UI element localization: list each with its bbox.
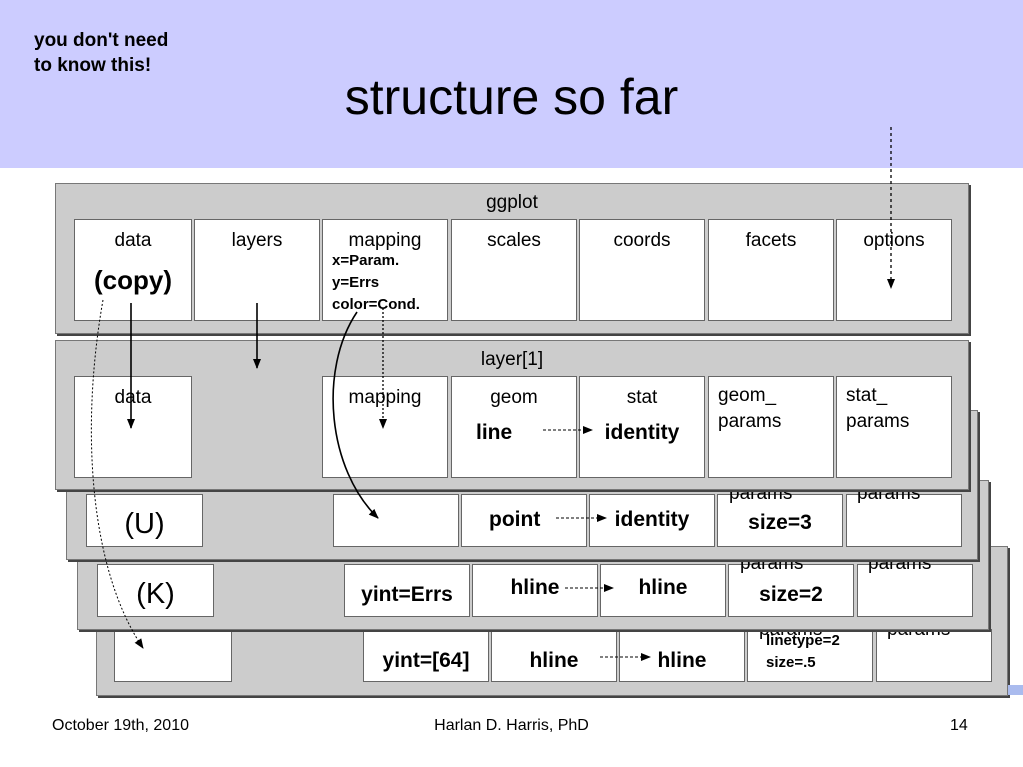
layer1-title: layer[1] xyxy=(480,349,544,370)
ggplot-mapping-label: mapping xyxy=(348,230,422,251)
layer3-data-cell: (K) xyxy=(97,564,214,617)
ggplot-layers-cell: layers xyxy=(194,219,320,321)
side-note-line-2: to know this! xyxy=(34,55,152,76)
ggplot-data-cell: data (copy) xyxy=(74,219,192,321)
layer1-geom-params-label-1: geom_ xyxy=(718,385,777,406)
layer3-geom-params-cell: params size=2 xyxy=(728,553,854,617)
slide-title: structure so far xyxy=(344,69,679,125)
ggplot-title: ggplot xyxy=(486,192,538,213)
ggplot-mapping-value-3: color=Cond. xyxy=(332,296,420,313)
ggplot-frame: ggplot data (copy) layers mapping x=Para… xyxy=(55,183,969,334)
ggplot-coords-cell: coords xyxy=(579,219,705,321)
layer4-geom-value: hline xyxy=(529,649,579,672)
layer3-stat-cell: hline xyxy=(600,564,726,617)
footer-page-number: 14 xyxy=(950,717,968,734)
layer2-stat-cell: identity xyxy=(589,494,715,547)
layer3-geom-value: hline xyxy=(510,576,560,599)
layer3-stat-value: hline xyxy=(638,576,688,599)
layer1-geom-params-cell: geom_ params xyxy=(708,376,834,478)
layer2-geom-params-value: size=3 xyxy=(748,511,812,534)
layer1-geom-label: geom xyxy=(490,387,538,408)
ggplot-mapping-value-1: x=Param. xyxy=(332,252,400,269)
layer3-stat-params-cell: params xyxy=(857,553,973,617)
layer1-stat-cell: stat identity xyxy=(579,376,705,478)
layer1-data-label: data xyxy=(114,387,152,408)
ggplot-facets-cell: facets xyxy=(708,219,834,321)
layer4-stat-cell: hline xyxy=(619,629,745,682)
ggplot-mapping-cell: mapping x=Param. y=Errs color=Cond. xyxy=(322,219,448,321)
layer4-mapping-value: yint=[64] xyxy=(382,649,470,672)
title-banner xyxy=(0,0,1023,168)
layer2-data-cell: (U) xyxy=(86,494,203,547)
layer2-stat-value: identity xyxy=(614,508,690,531)
side-note-line-1: you don't need xyxy=(34,30,169,51)
ggplot-layers-label: layers xyxy=(231,230,283,251)
layer3-geom-params-value: size=2 xyxy=(759,583,823,606)
layer4-stat-params-cell: params xyxy=(876,619,992,682)
layer2-stat-params-cell: params xyxy=(846,483,962,547)
layer1-geom-cell: geom line xyxy=(451,376,577,478)
layer1-stat-value: identity xyxy=(604,421,680,444)
footer-author: Harlan D. Harris, PhD xyxy=(434,717,589,734)
layer3-mapping-value: yint=Errs xyxy=(361,583,453,606)
ggplot-data-value: (copy) xyxy=(94,265,172,295)
ggplot-options-cell: options xyxy=(836,219,952,321)
decorative-edge-mark xyxy=(1008,685,1023,695)
side-note: you don't need to know this! xyxy=(34,28,234,78)
ggplot-facets-label: facets xyxy=(745,230,797,251)
ggplot-coords-label: coords xyxy=(613,230,671,251)
footer-date: October 19th, 2010 xyxy=(52,717,189,734)
layer1-frame: layer[1] data mapping geom line stat ide… xyxy=(55,340,969,490)
layer1-geom-value: line xyxy=(476,421,513,444)
ggplot-mapping-value-2: y=Errs xyxy=(332,274,380,291)
layer3-mapping-cell: yint=Errs xyxy=(344,564,470,617)
layer2-geom-value: point xyxy=(489,508,541,531)
layer2-geom-params-cell: params size=3 xyxy=(717,483,843,547)
layer4-geom-params-value-1: linetype=2 xyxy=(766,632,840,649)
layer1-stat-label: stat xyxy=(626,387,658,408)
layer4-geom-cell: hline xyxy=(491,629,617,682)
layer1-data-cell: data xyxy=(74,376,192,478)
layer3-geom-cell: hline xyxy=(472,564,598,617)
ggplot-options-label: options xyxy=(863,230,925,251)
layer2-geom-cell: point xyxy=(461,494,587,547)
layer4-geom-params-cell: params linetype=2 size=.5 xyxy=(747,619,873,682)
layer4-stat-value: hline xyxy=(657,649,707,672)
layer1-stat-params-label-1: stat_ xyxy=(846,385,888,406)
layer2-data-value: (U) xyxy=(124,508,165,540)
layer4-data-cell xyxy=(114,629,232,682)
layer2-mapping-cell xyxy=(333,494,459,547)
ggplot-scales-label: scales xyxy=(487,230,541,251)
layer1-mapping-cell: mapping xyxy=(322,376,448,478)
layer3-data-value: (K) xyxy=(136,578,175,610)
ggplot-data-label: data xyxy=(114,230,152,251)
ggplot-scales-cell: scales xyxy=(451,219,577,321)
layer1-mapping-label: mapping xyxy=(348,387,422,408)
layer1-geom-params-label-2: params xyxy=(718,411,782,432)
layer1-stat-params-cell: stat_ params xyxy=(836,376,952,478)
layer4-mapping-cell: yint=[64] xyxy=(363,629,489,682)
layer1-stat-params-label-2: params xyxy=(846,411,910,432)
layer4-geom-params-value-2: size=.5 xyxy=(766,654,816,671)
